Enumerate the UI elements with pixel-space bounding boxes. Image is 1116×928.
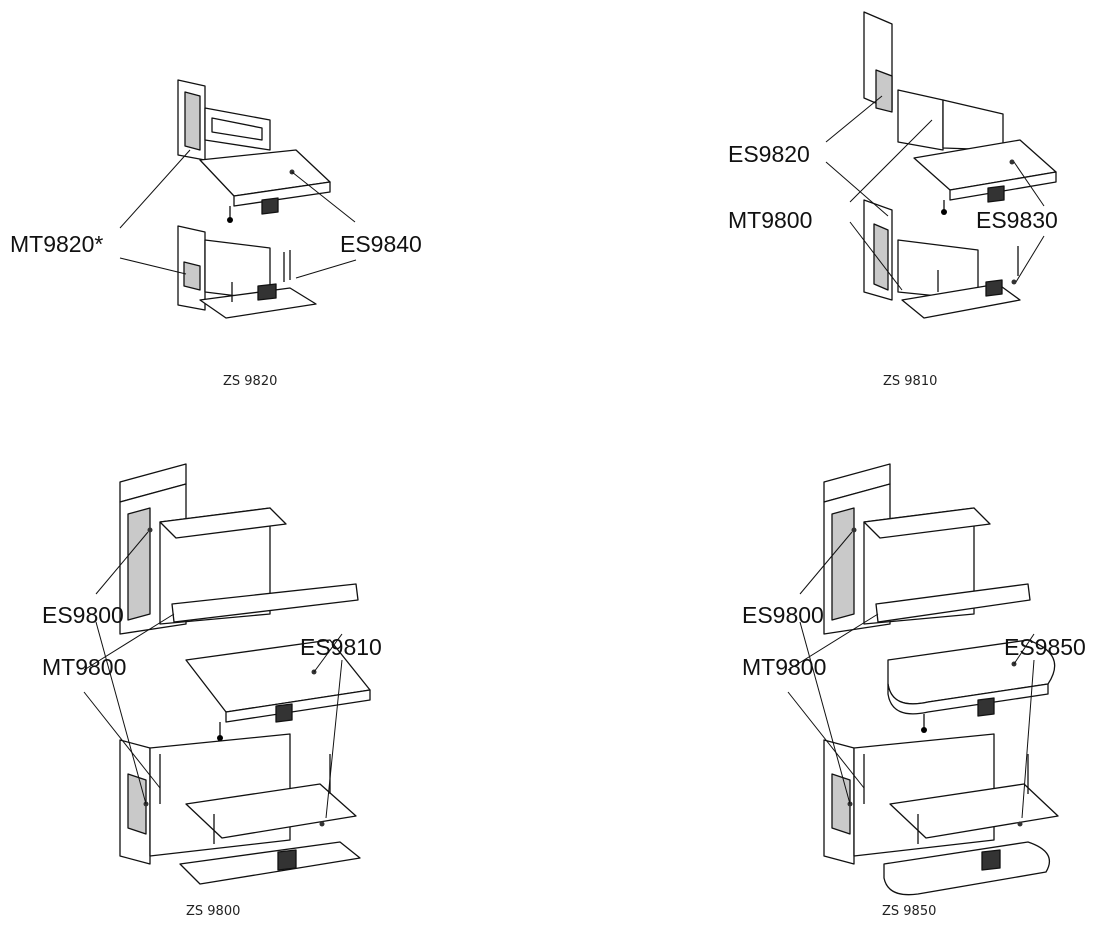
callout-es9800: ES9800 <box>742 602 824 628</box>
callout-mt9800: MT9800 <box>728 207 813 233</box>
callout-mt9820: MT9820* <box>10 231 104 257</box>
upper-module <box>119 463 371 741</box>
assembly-drawing-zs9850 <box>787 463 1059 896</box>
upper-module <box>177 79 331 223</box>
callout-es9850: ES9850 <box>1004 634 1086 660</box>
callout-es9810: ES9810 <box>300 634 382 660</box>
caption-zs9850: ZS 9850 <box>882 904 937 919</box>
caption-zs9810: ZS 9810 <box>883 374 938 389</box>
callout-es9840: ES9840 <box>340 231 422 257</box>
upper-module <box>823 463 1056 733</box>
lower-module <box>823 733 1059 896</box>
caption-zs9800: ZS 9800 <box>186 904 241 919</box>
assembly-drawing-zs9820 <box>119 79 357 319</box>
callout-mt9800: MT9800 <box>742 654 827 680</box>
panel-zs9810: ES9820 MT9800 ES9830 ZS 9810 <box>558 0 1116 464</box>
callout-es9830: ES9830 <box>976 207 1058 233</box>
caption-zs9820: ZS 9820 <box>223 374 278 389</box>
upper-module <box>863 11 1057 215</box>
lower-module <box>863 199 1021 319</box>
assembly-drawing-zs9800 <box>83 463 371 885</box>
panel-zs9820: MT9820* ES9840 ZS 9820 <box>0 0 558 464</box>
panel-zs9800: ES9800 MT9800 ES9810 ZS 9800 <box>0 463 558 928</box>
lower-module <box>119 733 361 885</box>
assembly-drawing-zs9810 <box>825 11 1057 319</box>
panel-zs9850: ES9800 MT9800 ES9850 ZS 9850 <box>558 463 1116 928</box>
callout-mt9800: MT9800 <box>42 654 127 680</box>
callout-es9800: ES9800 <box>42 602 124 628</box>
callout-es9820: ES9820 <box>728 141 810 167</box>
lower-module <box>177 225 317 319</box>
